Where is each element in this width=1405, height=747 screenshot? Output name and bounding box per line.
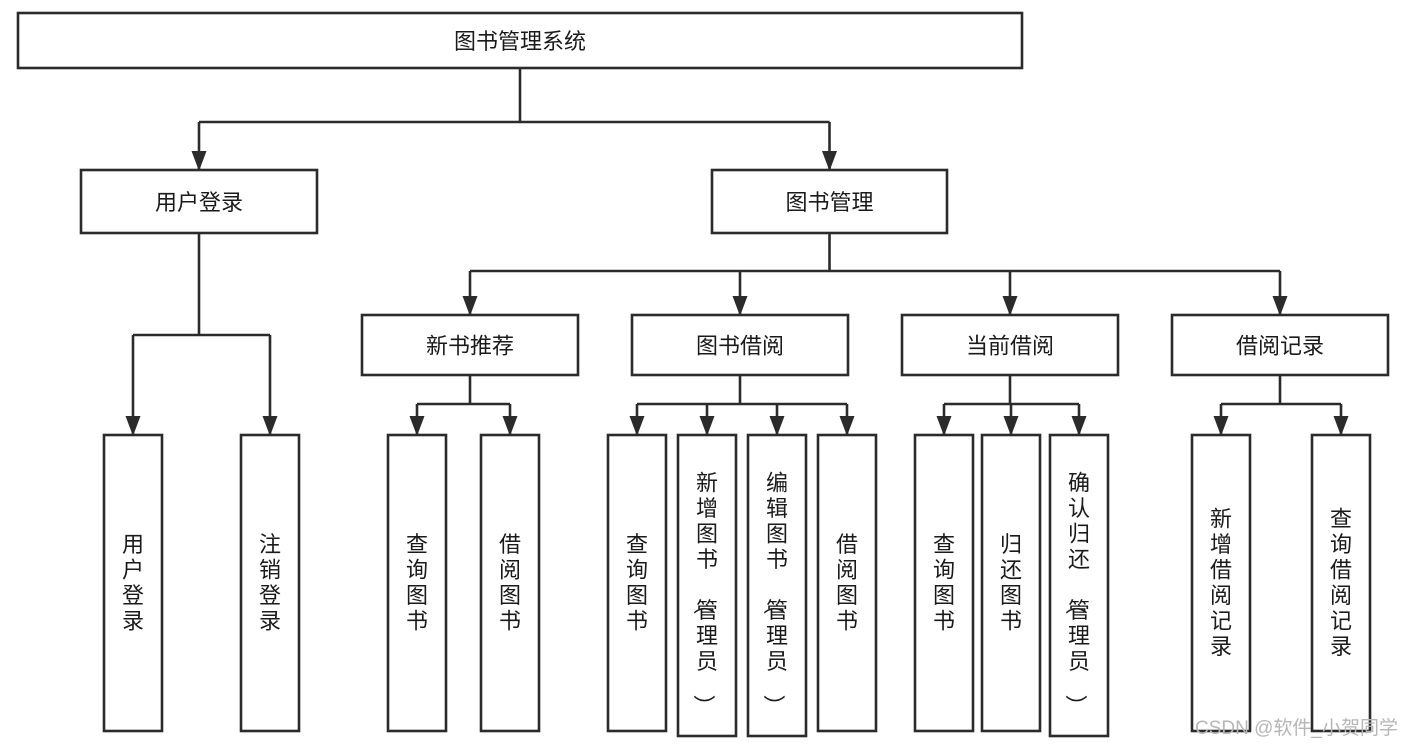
node-box-leaf-edit-book[interactable] [746, 433, 808, 738]
node-label-root: 图书管理系统 [454, 29, 586, 54]
node-label-leaf-query-book-1: 查询图书 [406, 532, 428, 634]
node-box-leaf-return-book[interactable] [980, 433, 1042, 733]
node-box-leaf-query-book-1[interactable] [386, 433, 448, 733]
arrowhead-icon [936, 416, 952, 436]
node-label-leaf-confirm-return: 确认归还（管理员） [1063, 471, 1090, 717]
node-box-user-login[interactable] [79, 168, 319, 235]
node-label-leaf-query-record: 查询借阅记录 [1330, 506, 1352, 659]
edge-group-current-borrow [936, 375, 1087, 436]
arrowhead-icon [839, 416, 855, 436]
arrowhead-icon [409, 416, 425, 436]
edge-group-user-login [125, 233, 278, 436]
node-box-leaf-user-login[interactable] [102, 433, 164, 733]
node-box-leaf-query-book-2[interactable] [606, 433, 668, 733]
node-label-current-borrow: 当前借阅 [966, 334, 1054, 359]
node-box-new-book-rec[interactable] [360, 313, 580, 377]
node-label-book-manage: 图书管理 [785, 190, 873, 215]
node-label-book-borrow: 图书借阅 [696, 334, 784, 359]
arrowhead-icon [1333, 416, 1349, 436]
arrowhead-icon [502, 416, 518, 436]
watermark-text: CSDN @软件_小贺同学 [1195, 717, 1398, 739]
arrowhead-icon [191, 151, 207, 171]
node-box-leaf-add-book[interactable] [676, 433, 738, 738]
node-label-leaf-return-book: 归还图书 [1000, 532, 1022, 634]
node-box-leaf-user-logout[interactable] [239, 433, 301, 733]
node-box-current-borrow[interactable] [900, 313, 1120, 377]
arrowhead-icon [262, 416, 278, 436]
node-label-leaf-user-login: 用户登录 [122, 532, 144, 634]
node-leaf-borrow-book-2[interactable]: 借阅图书 [816, 433, 878, 733]
node-label-leaf-query-book-2: 查询图书 [626, 532, 648, 634]
node-leaf-borrow-book-1[interactable]: 借阅图书 [479, 433, 541, 733]
node-box-leaf-borrow-book-1[interactable] [479, 433, 541, 733]
node-box-leaf-borrow-book-2[interactable] [816, 433, 878, 733]
edge-group-book-manage [462, 233, 1288, 316]
node-current-borrow[interactable]: 当前借阅 [900, 313, 1120, 377]
node-box-book-manage[interactable] [710, 168, 949, 235]
node-root[interactable]: 图书管理系统 [16, 11, 1024, 70]
node-label-leaf-add-book: 新增图书（管理员） [691, 471, 718, 717]
edge-group-book-borrow [629, 375, 855, 436]
node-leaf-query-record[interactable]: 查询借阅记录 [1310, 433, 1372, 733]
node-box-leaf-add-record[interactable] [1190, 433, 1252, 733]
node-borrow-record[interactable]: 借阅记录 [1170, 313, 1390, 377]
arrowhead-icon [769, 416, 785, 436]
node-label-leaf-add-record: 新增借阅记录 [1210, 506, 1232, 659]
node-leaf-query-book-1[interactable]: 查询图书 [386, 433, 448, 733]
node-leaf-add-book[interactable]: 新增图书（管理员） [676, 433, 738, 738]
arrowhead-icon [125, 416, 141, 436]
node-box-book-borrow[interactable] [630, 313, 850, 377]
node-box-borrow-record[interactable] [1170, 313, 1390, 377]
node-user-login[interactable]: 用户登录 [79, 168, 319, 235]
node-book-manage[interactable]: 图书管理 [710, 168, 949, 235]
node-leaf-user-logout[interactable]: 注销登录 [239, 433, 301, 733]
edge-group-new-book-rec [409, 375, 518, 436]
node-leaf-confirm-return[interactable]: 确认归还（管理员） [1048, 433, 1110, 738]
arrowhead-icon [1272, 296, 1288, 316]
edge-group-root [191, 68, 837, 171]
node-box-root[interactable] [16, 11, 1024, 70]
node-box-leaf-confirm-return[interactable] [1048, 433, 1110, 738]
arrowhead-icon [1002, 296, 1018, 316]
arrowhead-icon [1071, 416, 1087, 436]
node-box-leaf-query-record[interactable] [1310, 433, 1372, 733]
node-book-borrow[interactable]: 图书借阅 [630, 313, 850, 377]
node-box-leaf-query-book-3[interactable] [913, 433, 975, 733]
arrowhead-icon [1213, 416, 1229, 436]
node-label-borrow-record: 借阅记录 [1236, 334, 1324, 359]
node-leaf-query-book-2[interactable]: 查询图书 [606, 433, 668, 733]
node-new-book-rec[interactable]: 新书推荐 [360, 313, 580, 377]
node-leaf-edit-book[interactable]: 编辑图书（管理员） [746, 433, 808, 738]
arrowhead-icon [822, 151, 837, 171]
node-label-leaf-query-book-3: 查询图书 [933, 532, 955, 634]
node-leaf-query-book-3[interactable]: 查询图书 [913, 433, 975, 733]
edge-group-borrow-record [1213, 375, 1349, 436]
arrowhead-icon [462, 296, 478, 316]
node-leaf-user-login[interactable]: 用户登录 [102, 433, 164, 733]
node-label-leaf-edit-book: 编辑图书（管理员） [761, 471, 788, 717]
node-label-leaf-user-logout: 注销登录 [259, 532, 281, 634]
node-leaf-add-record[interactable]: 新增借阅记录 [1190, 433, 1252, 733]
connector-edges [125, 68, 1349, 436]
node-label-user-login: 用户登录 [155, 190, 243, 215]
arrowhead-icon [699, 416, 715, 436]
arrowhead-icon [1003, 416, 1019, 436]
node-label-new-book-rec: 新书推荐 [426, 334, 514, 359]
flowchart-nodes: 图书管理系统用户登录图书管理新书推荐图书借阅当前借阅借阅记录用户登录注销登录查询… [16, 11, 1390, 738]
node-label-leaf-borrow-book-2: 借阅图书 [836, 532, 858, 634]
arrowhead-icon [732, 296, 748, 316]
node-label-leaf-borrow-book-1: 借阅图书 [499, 532, 521, 634]
arrowhead-icon [629, 416, 645, 436]
node-leaf-return-book[interactable]: 归还图书 [980, 433, 1042, 733]
